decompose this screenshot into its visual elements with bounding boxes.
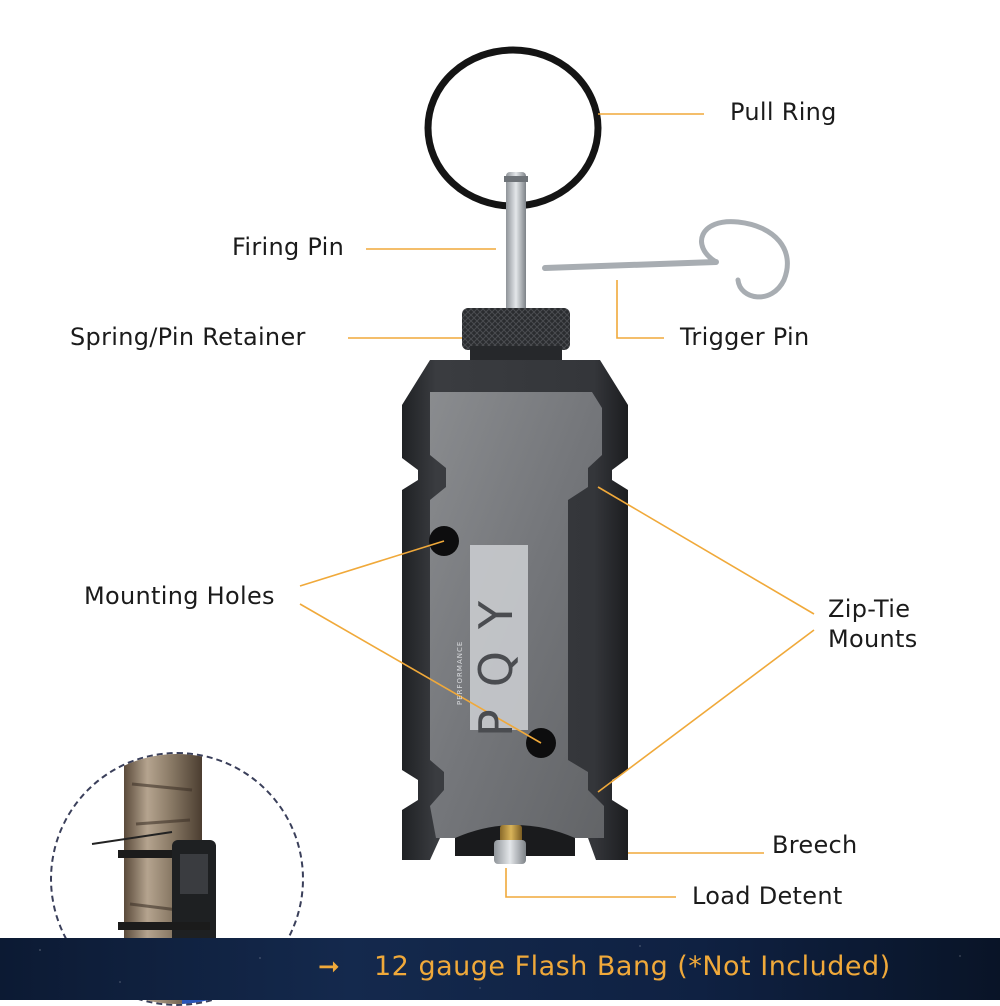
inset-photo (50, 752, 304, 1006)
leader-zip-upper (597, 486, 815, 615)
leader-zip-lower (597, 629, 815, 793)
label-firing-pin: Firing Pin (232, 233, 345, 261)
spring-pin-retainer (462, 308, 570, 362)
leader-mounting-upper (299, 540, 445, 587)
label-spring-pin-retainer: Spring/Pin Retainer (70, 323, 306, 351)
main-body (402, 360, 628, 860)
label-pull-ring: Pull Ring (730, 98, 837, 126)
leader-lines (299, 113, 815, 898)
leader-trigger-pin (616, 280, 664, 339)
firing-pin (506, 172, 526, 317)
trigger-pin (542, 219, 790, 300)
leader-load-detent (505, 868, 676, 898)
label-mounting-holes: Mounting Holes (84, 582, 275, 610)
brand-logo: PQY PERFORMANCE (456, 549, 529, 737)
label-breech: Breech (772, 831, 858, 859)
label-zip-tie-line2: Mounts (828, 625, 918, 653)
leader-mounting-lower (299, 603, 542, 744)
banner-text: 12 gauge Flash Bang (*Not Included) (374, 951, 891, 982)
label-load-detent: Load Detent (692, 882, 843, 910)
label-zip-tie-line1: Zip-Tie (828, 595, 911, 623)
load-detent (494, 825, 526, 864)
label-trigger-pin: Trigger Pin (680, 323, 810, 351)
bottom-banner: ➞ 12 gauge Flash Bang (*Not Included) (0, 938, 1000, 1000)
arrow-right-icon: ➞ (318, 952, 340, 982)
brand-logo-sub: PERFORMANCE (456, 640, 464, 705)
brand-logo-text: PQY (469, 578, 523, 737)
